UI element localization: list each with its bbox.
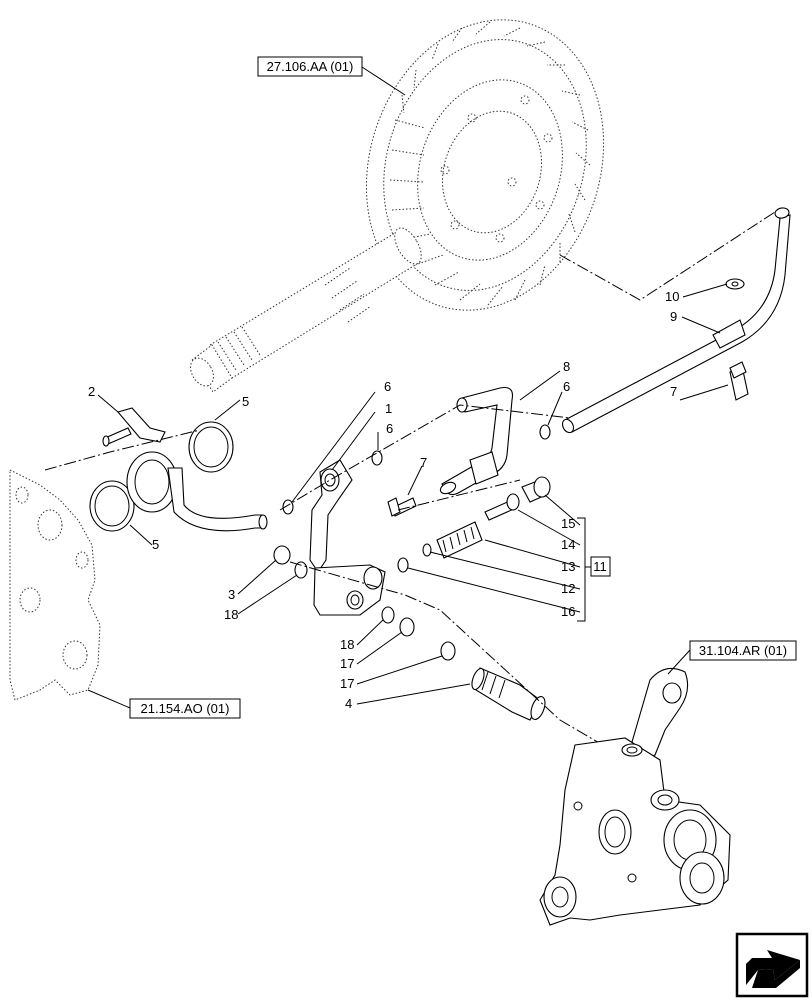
seal-ring-5-lower (89, 480, 135, 532)
valve-kit (422, 476, 551, 559)
kit-box-11[interactable]: 11 (590, 556, 611, 577)
callout-5b[interactable]: 5 (152, 537, 159, 552)
o-ring-6-mid (371, 450, 383, 466)
callout-17a[interactable]: 17 (340, 656, 354, 671)
o-ring-16 (397, 557, 409, 573)
callout-labels: 1 2 3 4 5 5 6 6 6 7 7 8 9 10 12 13 14 15… (88, 289, 679, 711)
collar-with-pipe (126, 451, 268, 532)
centerline-crown-to-pipe (559, 211, 776, 301)
seal-ring-5-upper (188, 421, 234, 473)
callout-7b[interactable]: 7 (670, 384, 677, 399)
callout-18a[interactable]: 18 (224, 607, 238, 622)
centerline-kit (397, 479, 521, 511)
lift-housing-right (539, 667, 731, 926)
callout-2[interactable]: 2 (88, 384, 95, 399)
washer-3 (273, 545, 291, 565)
callout-18b[interactable]: 18 (340, 637, 354, 652)
callout-10[interactable]: 10 (665, 289, 679, 304)
oil-tube-8 (439, 386, 514, 496)
svg-text:11: 11 (593, 559, 607, 574)
centerline-mid (279, 404, 571, 511)
callout-12[interactable]: 12 (561, 581, 575, 596)
callout-6b[interactable]: 6 (386, 421, 393, 436)
centerline-valve (289, 561, 626, 759)
pipe-fitting-1 (309, 459, 386, 616)
callout-5a[interactable]: 5 (242, 394, 249, 409)
ref-box-27-106-aa[interactable]: 27.106.AA (01) (257, 56, 363, 77)
callout-1[interactable]: 1 (385, 401, 392, 416)
callout-6a[interactable]: 6 (384, 379, 391, 394)
pinion-shaft (190, 227, 422, 393)
o-ring-17-upper (399, 617, 415, 637)
callout-3[interactable]: 3 (228, 587, 235, 602)
o-ring-6-left (282, 499, 294, 515)
callout-17b[interactable]: 17 (340, 676, 354, 691)
callout-15[interactable]: 15 (561, 516, 575, 531)
ref-box-31-104-ar[interactable]: 31.104.AR (01) (689, 640, 797, 661)
o-ring-17-lower (440, 641, 456, 661)
callout-6c[interactable]: 6 (563, 379, 570, 394)
callout-16[interactable]: 16 (561, 604, 575, 619)
callout-7a[interactable]: 7 (420, 455, 427, 470)
centerline-left (44, 429, 201, 471)
valve-spool-4 (471, 667, 546, 721)
o-ring-18-left (294, 561, 308, 579)
callout-8[interactable]: 8 (563, 359, 570, 374)
callout-9[interactable]: 9 (670, 309, 677, 324)
svg-text:31.104.AR (01): 31.104.AR (01) (699, 643, 787, 658)
o-ring-18-right (381, 606, 395, 624)
svg-text:27.106.AA (01): 27.106.AA (01) (267, 59, 354, 74)
bracket-2 (102, 407, 166, 447)
callout-14[interactable]: 14 (561, 537, 575, 552)
callout-4[interactable]: 4 (345, 696, 352, 711)
leader-lines (87, 66, 729, 709)
o-ring-6-right (539, 424, 551, 440)
transmission-housing-left (9, 469, 101, 701)
bolt-7-middle (387, 497, 417, 517)
crown-wheel-assembly (365, 19, 605, 311)
ref-box-21-154-ao[interactable]: 21.154.AO (01) (129, 698, 241, 719)
svg-text:21.154.AO (01): 21.154.AO (01) (141, 701, 230, 716)
next-page-arrow-icon[interactable] (735, 932, 809, 998)
callout-13[interactable]: 13 (561, 559, 575, 574)
